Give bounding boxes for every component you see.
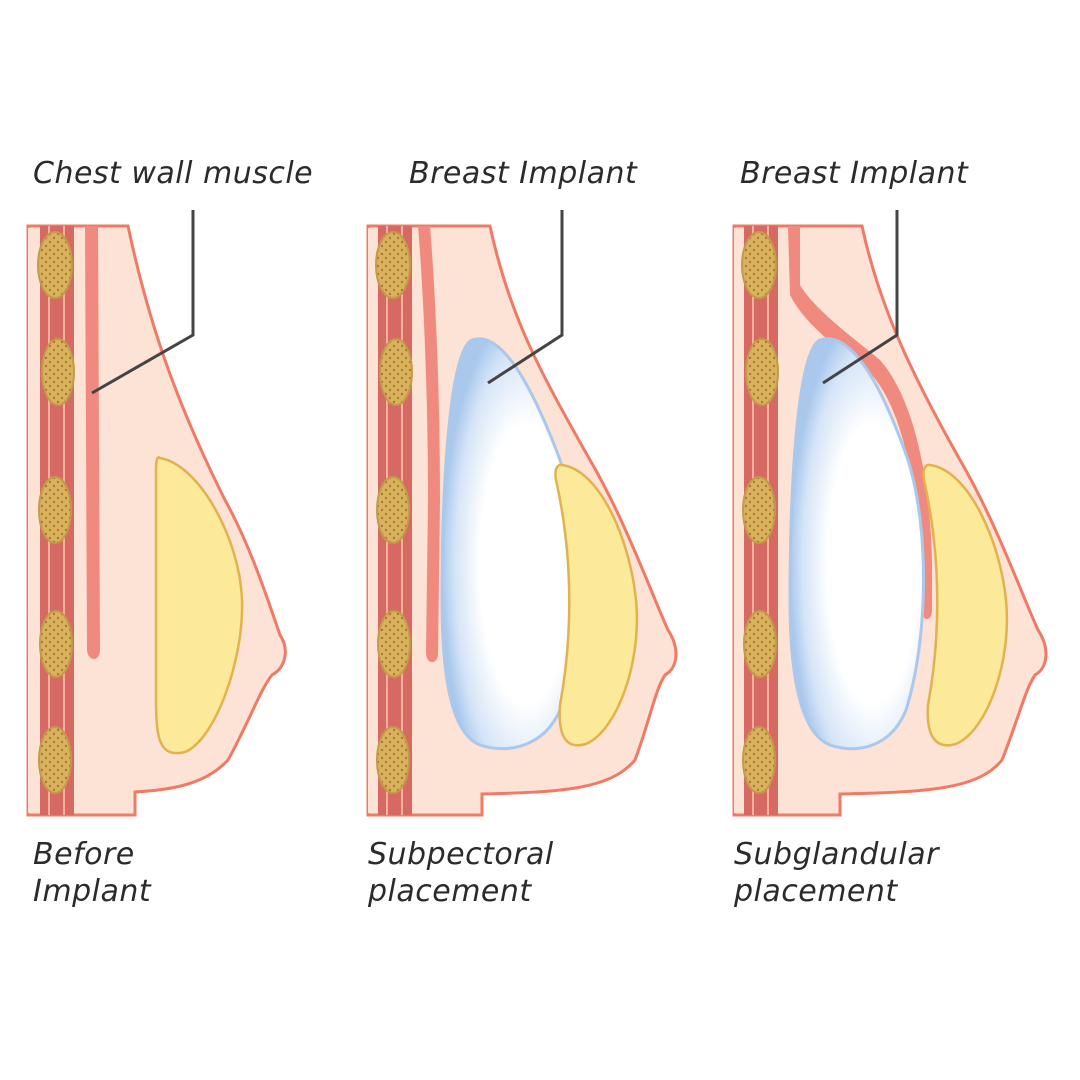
- pointer-line: [487, 210, 564, 385]
- caption-subpectoral: Subpectoral placement: [368, 836, 554, 910]
- diagram-subglandular: [732, 210, 1048, 817]
- caption-line-1: Subpectoral: [368, 837, 554, 872]
- pointer-line: [822, 210, 899, 385]
- panel-before-implant: Chest wall muscle Before Implant: [0, 0, 360, 1080]
- breast-implant: [440, 337, 580, 751]
- pointer-line: [91, 210, 195, 395]
- caption-line-2: placement: [368, 874, 532, 909]
- caption-line-1: Before: [33, 837, 135, 872]
- rib-bones: [741, 231, 779, 794]
- caption-subglandular: Subglandular placement: [734, 836, 939, 910]
- caption-line-2: placement: [734, 874, 898, 909]
- caption-line-1: Subglandular: [734, 837, 939, 872]
- mammary-gland: [554, 463, 639, 747]
- diagram-subpectoral: [366, 210, 678, 817]
- breast-implant: [788, 337, 926, 751]
- label-breast-implant: Breast Implant: [740, 156, 969, 191]
- chest-wall-muscle: [788, 226, 932, 619]
- rib-bones: [37, 231, 75, 794]
- chest-wall-muscle: [85, 226, 100, 659]
- chest-wall-muscle: [418, 226, 440, 663]
- panel-subpectoral: Breast Implant Subpectoral placement: [360, 0, 720, 1080]
- caption-line-2: Implant: [33, 874, 152, 909]
- mammary-gland: [154, 456, 244, 755]
- label-chest-wall-muscle: Chest wall muscle: [33, 156, 314, 191]
- mammary-gland: [922, 463, 1009, 747]
- rib-bones: [375, 231, 413, 794]
- panel-subglandular: Breast Implant Subglandular placement: [720, 0, 1080, 1080]
- label-breast-implant: Breast Implant: [409, 156, 638, 191]
- caption-before-implant: Before Implant: [33, 836, 151, 910]
- diagram-before-implant: [26, 210, 287, 817]
